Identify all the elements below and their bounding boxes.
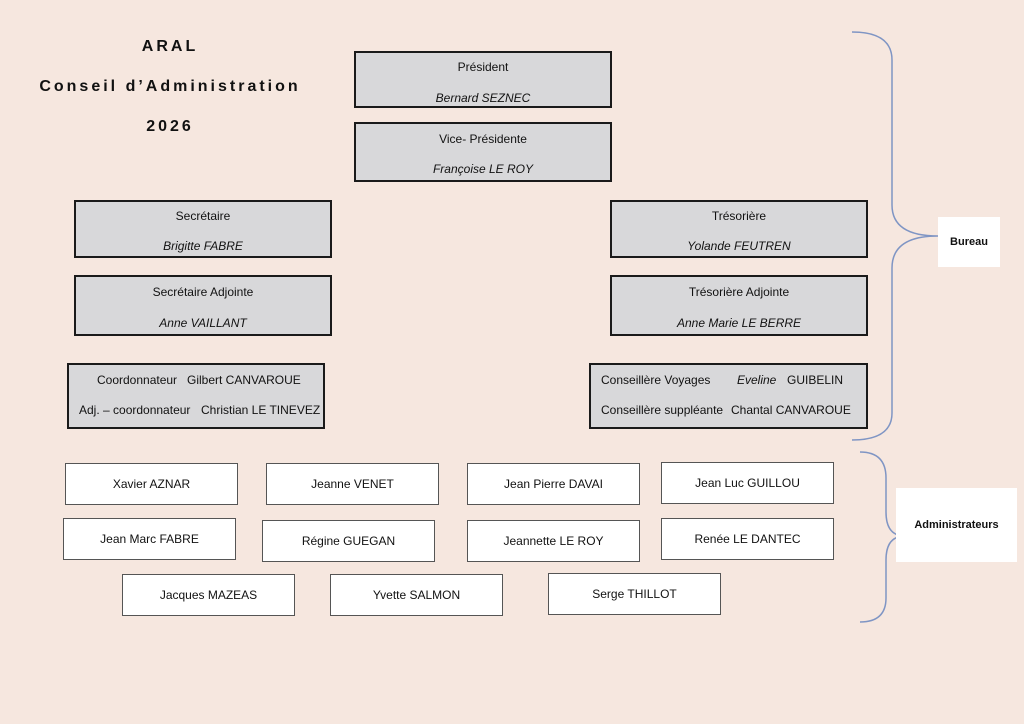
name-conseillere-suppleante: Chantal CANVAROUE <box>731 403 851 417</box>
admin-box: Jacques MAZEAS <box>122 574 295 616</box>
admin-name: Jeanne VENET <box>311 477 394 491</box>
name-secretaire: Brigitte FABRE <box>163 239 243 253</box>
role-conseillere-suppleante: Conseillère suppléante <box>601 403 724 417</box>
label-administrateurs: Administrateurs <box>896 488 1017 562</box>
name-president: Bernard SEZNEC <box>435 91 531 105</box>
admin-name: Renée LE DANTEC <box>694 532 801 546</box>
box-conseil: Conseillère Voyages Eveline GUIBELIN Con… <box>589 363 868 429</box>
role-president: Président <box>457 60 509 74</box>
role-vice-president: Vice- Présidente <box>439 132 527 146</box>
admin-box: Renée LE DANTEC <box>661 518 834 560</box>
role-adj-coordonnateur: Adj. – coordonnateur <box>79 403 191 417</box>
box-tresoriere: Trésorière Yolande FEUTREN <box>610 200 868 258</box>
role-tresoriere-adjointe: Trésorière Adjointe <box>688 285 790 299</box>
box-tresoriere-adjointe: Trésorière Adjointe Anne Marie LE BERRE <box>610 275 868 336</box>
admin-name: Serge THILLOT <box>592 587 677 601</box>
name-tresoriere-adjointe: Anne Marie LE BERRE <box>676 316 802 330</box>
admin-box: Jeanne VENET <box>266 463 439 505</box>
admin-box: Jeannette LE ROY <box>467 520 640 562</box>
name-secretaire-adjointe: Anne VAILLANT <box>159 316 247 330</box>
box-president: Président Bernard SEZNEC <box>354 51 612 108</box>
admin-name: Xavier AZNAR <box>112 477 191 491</box>
role-secretaire: Secrétaire <box>175 209 231 223</box>
admin-box: Jean Marc FABRE <box>63 518 236 560</box>
box-secretaire-adjointe: Secrétaire Adjointe Anne VAILLANT <box>74 275 332 336</box>
role-secretaire-adjointe: Secrétaire Adjointe <box>152 285 254 299</box>
admin-box: Régine GUEGAN <box>262 520 435 562</box>
title-aral: ARAL <box>141 38 199 55</box>
name-conseillere-voyages-last: GUIBELIN <box>787 373 844 387</box>
name-vice-president: Françoise LE ROY <box>432 162 534 176</box>
name-adj-coordonnateur: Christian LE TINEVEZ <box>201 403 321 417</box>
admin-name: Yvette SALMON <box>372 588 461 602</box>
admin-name: Jean Luc GUILLOU <box>695 476 800 490</box>
admin-box: Xavier AZNAR <box>65 463 238 505</box>
title-conseil: Conseil d’Administration <box>39 78 301 95</box>
name-coordonnateur: Gilbert CANVAROUE <box>187 373 301 387</box>
label-bureau: Bureau <box>938 217 1000 267</box>
role-conseillere-voyages: Conseillère Voyages <box>601 373 711 387</box>
admin-name: Jeannette LE ROY <box>503 534 604 548</box>
name-tresoriere: Yolande FEUTREN <box>687 239 791 253</box>
name-conseillere-voyages-first: Eveline <box>737 373 777 387</box>
admin-name: Jean Pierre DAVAI <box>504 477 603 491</box>
admin-box: Serge THILLOT <box>548 573 721 615</box>
title-year: 2026 <box>146 118 194 135</box>
admin-box: Jean Pierre DAVAI <box>467 463 640 505</box>
admin-box: Yvette SALMON <box>330 574 503 616</box>
admin-box: Jean Luc GUILLOU <box>661 462 834 504</box>
admin-name: Jacques MAZEAS <box>159 588 258 602</box>
role-tresoriere: Trésorière <box>711 209 767 223</box>
admin-name: Régine GUEGAN <box>301 534 396 548</box>
bureau-brace <box>851 31 939 441</box>
admin-name: Jean Marc FABRE <box>100 532 199 546</box>
role-coordonnateur: Coordonnateur <box>97 373 178 387</box>
box-secretaire: Secrétaire Brigitte FABRE <box>74 200 332 258</box>
box-vice-president: Vice- Présidente Françoise LE ROY <box>354 122 612 182</box>
box-coordination: Coordonnateur Gilbert CANVAROUE Adj. – c… <box>67 363 325 429</box>
